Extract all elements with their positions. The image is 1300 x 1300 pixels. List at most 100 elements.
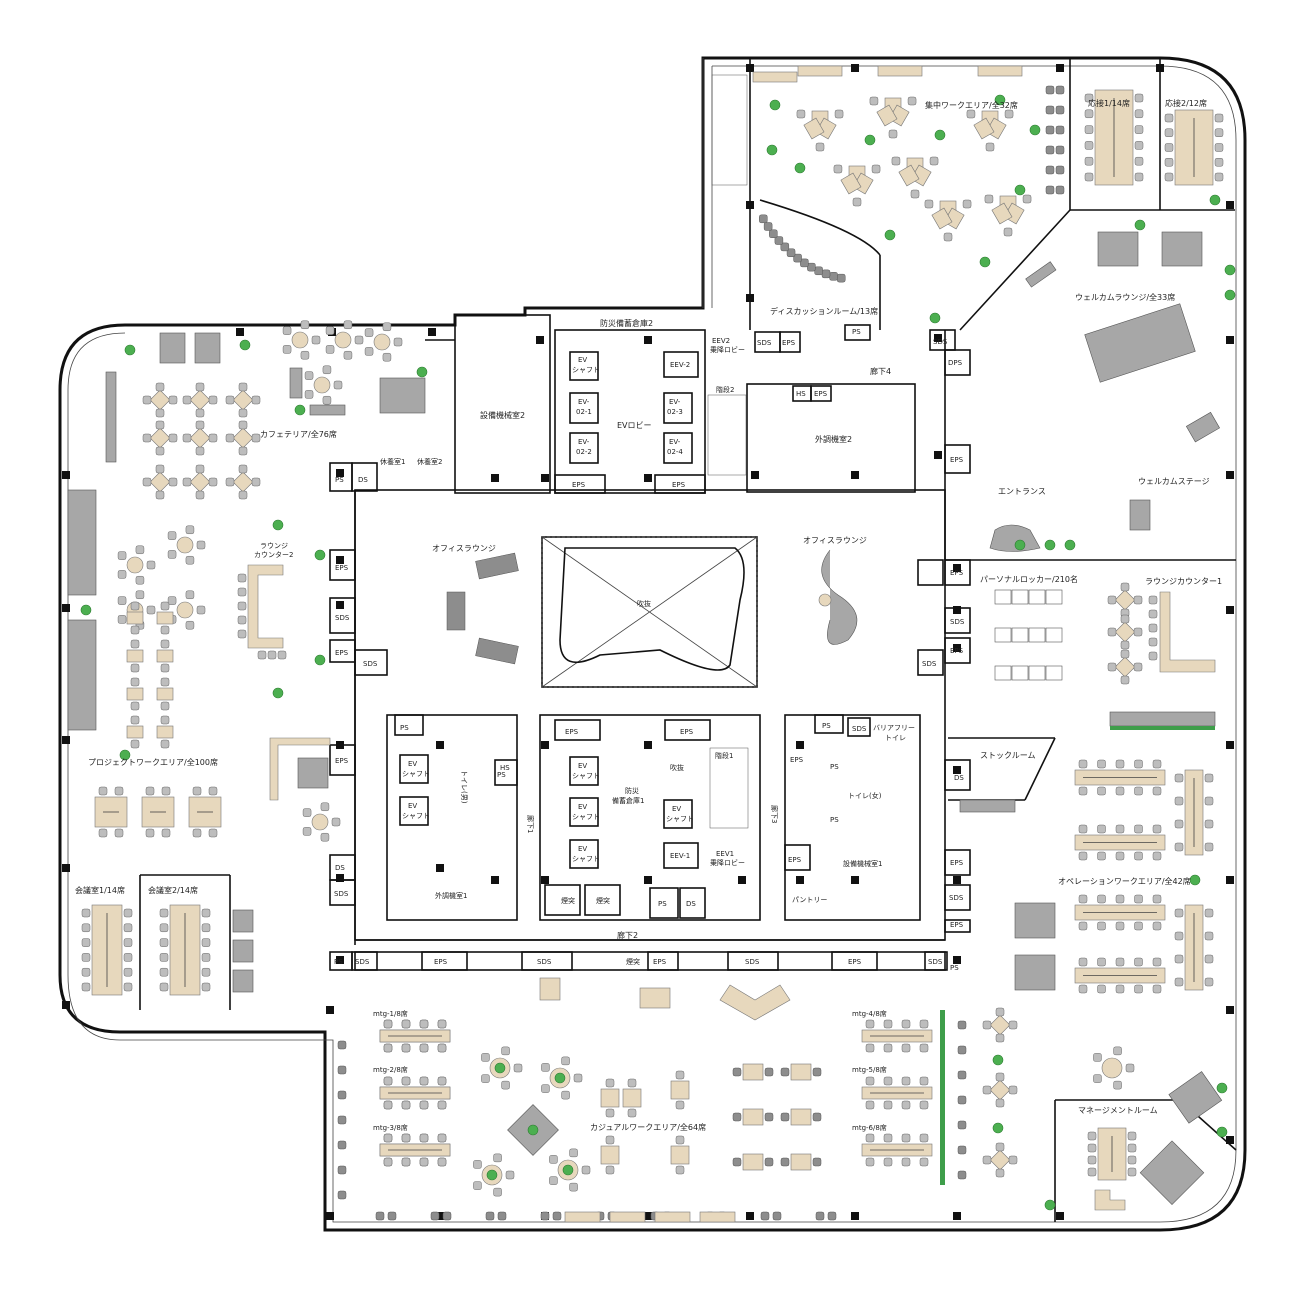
chair: [437, 1157, 447, 1167]
chair: [732, 1067, 742, 1077]
chair: [160, 701, 170, 711]
service-label-eps: EPS: [950, 647, 964, 655]
chair: [1127, 1131, 1137, 1141]
chair: [419, 1043, 429, 1053]
plant-icon: [994, 94, 1006, 106]
label-corridor3: 廊下3: [770, 805, 779, 823]
chair: [1164, 143, 1174, 152]
label-smoke1: 煙突: [561, 896, 575, 905]
chair: [1214, 128, 1224, 137]
chair: [155, 408, 165, 418]
desk: [742, 1108, 764, 1126]
chair: [159, 982, 169, 992]
service-label-sds: SDS: [355, 958, 370, 966]
chair: [1125, 1063, 1135, 1073]
window-counter: [654, 1211, 691, 1223]
building-outline: [58, 56, 1247, 1232]
cafe-table: [1114, 656, 1136, 678]
chair: [1055, 165, 1065, 175]
chair: [182, 433, 192, 443]
chair: [473, 1181, 482, 1190]
desk: [670, 1080, 690, 1100]
chair: [302, 827, 312, 836]
service-label-eps: EPS: [434, 958, 448, 966]
chair: [871, 164, 881, 174]
chair: [1084, 156, 1094, 166]
locker: [1028, 627, 1046, 643]
chair: [1127, 1143, 1137, 1153]
chair: [901, 1019, 911, 1029]
chair: [1133, 662, 1143, 672]
service-label-ps: PS: [497, 771, 506, 779]
label-welcome-stage: ウェルカムステージ: [1138, 477, 1210, 486]
chair: [383, 1157, 393, 1167]
chair: [430, 1211, 440, 1221]
plant-icon: [934, 129, 946, 141]
chair: [160, 739, 170, 749]
chair: [192, 828, 202, 838]
chair: [1120, 640, 1130, 650]
chair: [1148, 595, 1158, 605]
label-ev-s2b: シャフト: [402, 812, 430, 820]
chair: [1087, 1155, 1097, 1165]
service-label-sds: SDS: [363, 660, 378, 668]
structural-column: [536, 336, 544, 344]
label-ev-s5b: シャフト: [572, 855, 600, 863]
structural-column: [62, 1001, 70, 1009]
chair: [195, 490, 205, 500]
chair: [1115, 759, 1125, 769]
plant-icon: [992, 1054, 1004, 1066]
plant-icon: [272, 519, 284, 531]
chair: [1115, 824, 1125, 834]
chair: [237, 601, 247, 611]
lounge-sofa-set: [1084, 303, 1196, 383]
label-ev021-b: 02-1: [576, 408, 592, 416]
booth: [159, 332, 186, 364]
structural-column: [62, 864, 70, 872]
locker: [1028, 589, 1046, 605]
bench: [105, 371, 117, 463]
chair: [437, 1100, 447, 1110]
structural-column: [746, 64, 754, 72]
plant-icon: [527, 1124, 539, 1136]
plant-icon: [1014, 184, 1026, 196]
label-eev1: EEV-1: [670, 852, 690, 860]
chair: [419, 1019, 429, 1029]
lounge-counter: [1159, 591, 1216, 673]
chair: [780, 1112, 790, 1122]
chair: [1164, 172, 1174, 182]
chair: [257, 650, 267, 660]
service-label-sds: SDS: [745, 958, 760, 966]
sofa: [309, 404, 346, 416]
chair: [605, 1165, 615, 1175]
chair: [1120, 649, 1130, 659]
chair: [238, 408, 248, 418]
label-ev-lobby: EVロビー: [617, 421, 652, 430]
chair: [1120, 675, 1130, 685]
service-label-eps: EPS: [335, 757, 349, 765]
chair: [135, 590, 145, 600]
structural-column: [1226, 201, 1234, 209]
plant-icon: [486, 1169, 498, 1181]
chair: [135, 545, 145, 555]
chair: [337, 1065, 347, 1075]
chair: [1022, 194, 1032, 204]
structural-column: [1056, 64, 1064, 72]
structural-column: [436, 1212, 444, 1220]
chair: [1204, 908, 1214, 918]
chair: [185, 590, 195, 600]
label-ev023-a: EV-: [669, 398, 681, 406]
chair: [142, 395, 152, 405]
desk: [742, 1063, 764, 1081]
structural-column: [436, 741, 444, 749]
label-outdoor-mech1: 外調機室1: [435, 891, 467, 900]
counter-desk: [877, 65, 923, 77]
chair: [1174, 842, 1184, 852]
structural-column: [236, 328, 244, 336]
service-label-sds: SDS: [334, 890, 349, 898]
cafe-table: [232, 389, 254, 411]
chair: [237, 615, 247, 625]
storage: [232, 909, 254, 933]
chair: [185, 525, 195, 535]
plant-icon: [992, 1122, 1004, 1134]
